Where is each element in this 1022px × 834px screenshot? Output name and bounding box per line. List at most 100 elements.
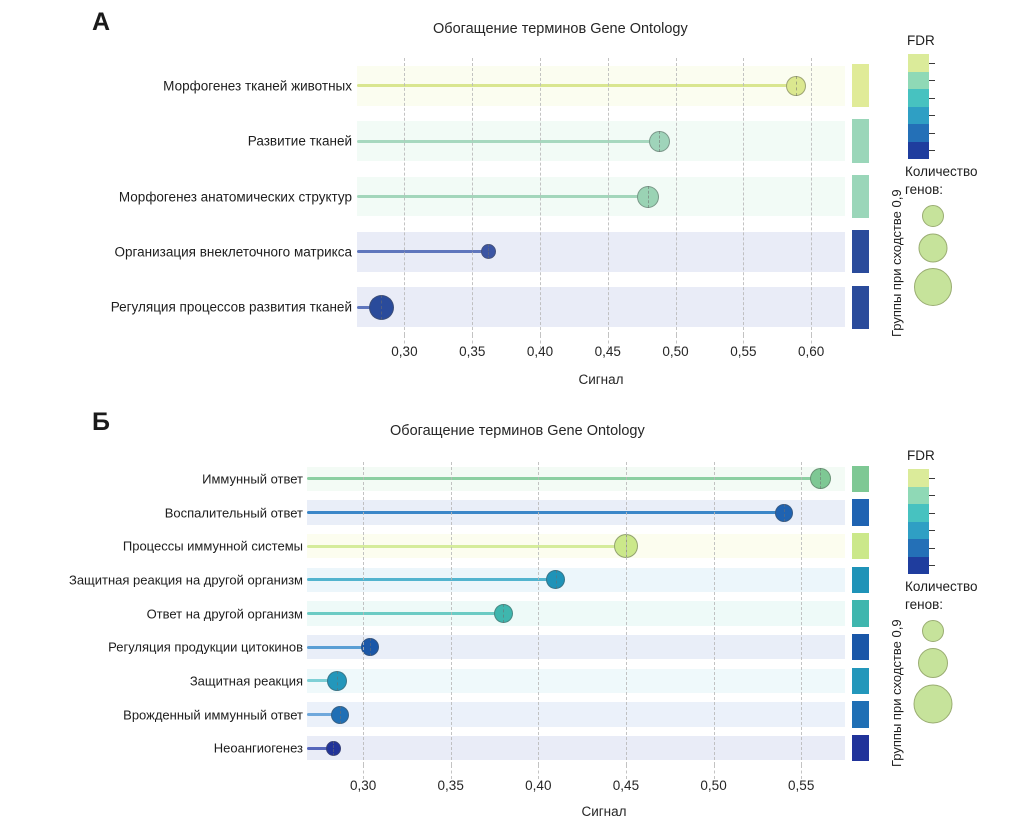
lollipop-stem [307, 578, 556, 582]
cluster-color-block [852, 566, 869, 593]
x-tick-label: 0,35 [437, 778, 464, 793]
fdr-tick-mark [929, 150, 935, 152]
lollipop-stem [357, 250, 489, 254]
x-tick-label: 0,45 [594, 344, 621, 359]
category-label: Защитная реакция [189, 673, 303, 689]
gridline-overhang [404, 335, 406, 349]
gene-count-legend-circle [914, 268, 952, 306]
x-tick-label: 0,55 [730, 344, 757, 359]
fdr-color-segment [908, 504, 929, 522]
gridline [540, 58, 541, 335]
x-tick-label: 0,30 [391, 344, 418, 359]
gridline [801, 462, 803, 765]
gridline-overhang [538, 765, 540, 779]
gridline-overhang [607, 335, 609, 349]
gridline [363, 462, 365, 765]
panel-b-rows [307, 462, 845, 765]
point-center-tick [381, 294, 383, 320]
panel-b-size-legend-title-2: генов: [905, 597, 944, 612]
panel-a-axis-title: Сигнал [578, 372, 624, 387]
fdr-color-segment [908, 539, 929, 557]
x-tick-label: 0,50 [662, 344, 689, 359]
lollipop-stem [307, 544, 626, 548]
fdr-color-segment [908, 556, 929, 574]
category-label: Морфогенез тканей животных [163, 78, 352, 94]
gridline [450, 462, 452, 765]
cluster-color-block [852, 119, 869, 163]
gridline-overhang [811, 335, 813, 349]
point-center-tick [783, 503, 785, 522]
gridline [811, 58, 813, 335]
cluster-color-block [852, 285, 869, 329]
cluster-color-block [852, 465, 869, 492]
gridline-overhang [472, 335, 474, 349]
fdr-tick-mark [929, 80, 935, 82]
gridline [675, 58, 677, 335]
gene-count-legend-circle [913, 684, 953, 723]
x-tick-label: 0,40 [525, 778, 552, 793]
x-tick-label: 0,60 [797, 344, 825, 359]
fdr-color-segment [908, 89, 929, 107]
fdr-tick-mark [929, 132, 935, 134]
gridline-overhang [625, 765, 627, 779]
panel-a-size-legend-title-1: Количество [905, 164, 978, 179]
fdr-color-segment [908, 71, 929, 89]
gridline [607, 58, 609, 335]
gridline-overhang [675, 335, 677, 349]
gridline [538, 462, 540, 765]
gene-count-legend-circle [922, 620, 944, 642]
fdr-tick-mark [929, 477, 935, 479]
point-center-tick [333, 740, 335, 756]
fdr-tick-mark [929, 115, 935, 117]
point-center-tick [820, 468, 822, 490]
fdr-color-segment [908, 141, 929, 159]
point-center-tick [648, 185, 650, 208]
panel-b-axis-title: Сигнал [581, 804, 627, 819]
panel-a-cluster-axis-title: Группы при сходстве 0,9 [889, 189, 904, 337]
cluster-color-block [852, 735, 869, 762]
fdr-tick-mark [929, 547, 935, 549]
row-band [307, 668, 845, 693]
fdr-tick-mark [929, 97, 935, 99]
fdr-color-segment [908, 521, 929, 539]
x-tick-label: 0,55 [788, 778, 815, 793]
gridline-overhang [540, 335, 541, 349]
panel-b: Б Обогащение терминов Gene Ontology Имму… [0, 400, 1022, 834]
panel-b-size-legend-title-1: Количество [905, 579, 978, 594]
panel-b-plot-area [307, 462, 845, 765]
point-center-tick [336, 670, 338, 691]
panel-b-fdr-legend-title: FDR [907, 448, 935, 463]
category-label: Врожденный иммунный ответ [123, 707, 303, 722]
panel-a-fdr-colorbar [908, 54, 935, 159]
fdr-tick-mark [929, 530, 935, 532]
x-tick-label: 0,30 [349, 778, 377, 793]
point-center-tick [340, 705, 342, 724]
gridline [743, 58, 745, 335]
x-tick-label: 0,50 [700, 778, 727, 793]
lollipop-stem [307, 645, 371, 649]
point-center-tick [370, 638, 372, 657]
panel-b-letter: Б [92, 408, 111, 436]
cluster-color-block [852, 701, 869, 728]
gridline [625, 462, 627, 765]
panel-a-fdr-legend-title: FDR [907, 33, 935, 48]
category-label: Регуляция процессов развития тканей [110, 299, 352, 315]
cluster-color-block [852, 499, 869, 526]
panel-b-fdr-colorbar [908, 469, 935, 574]
fdr-tick-mark [929, 565, 935, 567]
cluster-color-block [852, 634, 869, 661]
point-center-tick [488, 244, 490, 260]
cluster-color-block [852, 533, 869, 560]
category-label: Иммунный ответ [202, 471, 303, 487]
cluster-color-block [852, 64, 869, 108]
point-center-tick [659, 130, 661, 152]
panel-a-grid-overhang [357, 335, 845, 349]
point-center-tick [796, 75, 798, 96]
lollipop-stem [307, 477, 821, 481]
gridline [713, 462, 715, 765]
panel-b-cluster-strip [852, 462, 869, 765]
row-band [307, 736, 845, 761]
lollipop-stem [307, 679, 337, 683]
lollipop-stem [357, 84, 797, 88]
fdr-color-segment [908, 486, 929, 504]
